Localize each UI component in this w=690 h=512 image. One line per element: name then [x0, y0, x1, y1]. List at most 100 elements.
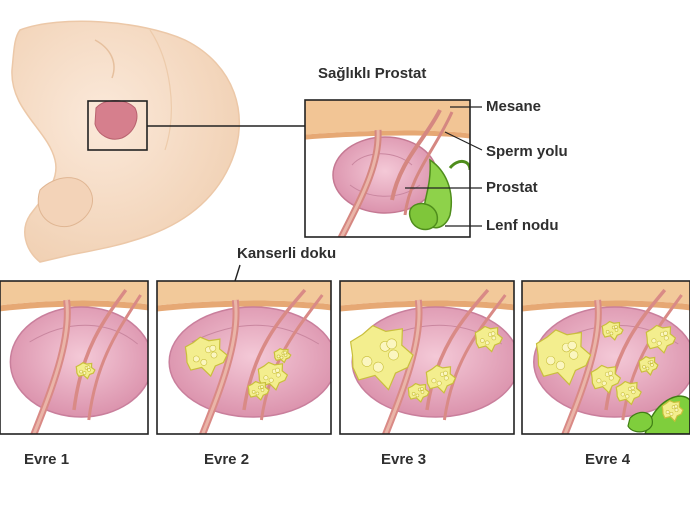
- lymph-node-2: [627, 411, 653, 433]
- tumor-stage-4-lymph-granule: [665, 410, 670, 415]
- tumor-stage-3-1-granule: [372, 361, 384, 373]
- tumor-stage-4-2: [590, 364, 622, 394]
- tumor-stage-3-2: [425, 364, 457, 394]
- tumor-stage-4-3-granule: [620, 392, 625, 397]
- tumor-stage-4-1-granule: [546, 355, 556, 366]
- tumor-stage-2-1-granule: [210, 351, 218, 359]
- tumor-stage-4-4-granule: [605, 330, 610, 334]
- tumor-stage-2-2-granule: [275, 372, 281, 378]
- tumor-stage-4-6-granule: [649, 360, 654, 364]
- tumor-stage-4-lymph: [661, 399, 684, 423]
- tumor-stage-4-lymph-granule: [673, 404, 678, 409]
- tumor-stage-3-3-granule: [415, 393, 420, 398]
- tumor-stage-4-2-granule: [596, 378, 602, 384]
- tumor-stage-3-1-granule: [386, 338, 398, 350]
- tumor-stage-4-3-granule: [625, 394, 630, 399]
- diagram-title: Sağlıklı Prostat: [318, 65, 427, 82]
- stage-label-2: Evre 2: [204, 451, 250, 468]
- stage-panel-4: [522, 281, 690, 434]
- tumor-stage-2-3-granule: [260, 388, 265, 392]
- tumor-stage-4-3-granule: [630, 385, 635, 391]
- tumor-stage-1-1-granule: [87, 368, 91, 372]
- tumor-stage-2-1-granule: [192, 355, 200, 363]
- tumor-stage-4-1-granule: [555, 360, 566, 371]
- stage-panel-3: [340, 281, 514, 434]
- tumor-stage-2-4-granule: [276, 354, 281, 359]
- tumor-stage-4-4: [601, 320, 624, 341]
- tumor-stage-1-1-granule: [86, 365, 91, 370]
- tumor-stage-4-lymph-granule: [674, 408, 679, 412]
- tumor-stage-3-1-granule: [388, 349, 399, 361]
- tumor-stage-2-2-granule: [268, 377, 274, 383]
- stage-label-3: Evre 3: [381, 451, 427, 468]
- tumor-stage-4-6-granule: [650, 363, 654, 367]
- tumor-stage-2-1: [184, 336, 228, 378]
- stage-label-4: Evre 4: [585, 451, 631, 468]
- tumor-stage-3-4-granule: [490, 331, 496, 336]
- stage-label-1: Evre 1: [24, 451, 70, 468]
- tumor-stage-4-4-granule: [609, 331, 614, 336]
- tumor-stage-3-2-granule: [436, 380, 442, 386]
- tumor-stage-3-4: [474, 325, 504, 353]
- tumor-stage-3-1-granule: [361, 356, 373, 367]
- tumor-stage-4-6-granule: [642, 365, 646, 369]
- tumor-stage-3-1: [349, 324, 414, 391]
- tumor-stage-4-6-granule: [645, 366, 650, 371]
- leader-sperm-yolu: [444, 131, 483, 151]
- label-kanserli-doku: Kanserli doku: [237, 245, 337, 262]
- tumor-stage-2-4-granule: [283, 350, 287, 355]
- healthy-prostate-frame: [304, 99, 471, 238]
- tumor-stage-4-1-granule: [567, 340, 577, 351]
- stage-panels: [0, 280, 690, 435]
- tumor-stage-4-1-granule: [569, 350, 579, 360]
- stage-panel-frame-2: [156, 280, 332, 435]
- label-sperm-yolu: Sperm yolu: [486, 143, 568, 160]
- tumor-stage-4-4-granule: [614, 325, 618, 329]
- tumor-stage-4-5-granule: [651, 338, 657, 344]
- tumor-stage-3-2-granule: [431, 378, 437, 384]
- label-lenf-nodu: Lenf nodu: [486, 217, 559, 234]
- tumor-stage-2-3-granule: [251, 390, 256, 394]
- stage-panel-2: [157, 281, 331, 434]
- tumor-stage-4-5-granule: [663, 335, 669, 341]
- healthy-prostate-illustration: [305, 100, 470, 237]
- tumor-stage-4-3-granule: [631, 389, 636, 395]
- tumor-stage-3-2-granule: [443, 375, 449, 381]
- stage-panel-frame-4: [521, 280, 690, 435]
- label-prostat: Prostat: [486, 179, 538, 196]
- tumor-stage-3-4-granule: [480, 338, 485, 343]
- tumor-stage-2-3: [247, 380, 270, 401]
- tumor-stage-3-3-granule: [420, 390, 425, 394]
- body-silhouette: [11, 20, 240, 263]
- tumor-stage-4-6: [638, 355, 659, 376]
- stage-panel-frame-1: [0, 280, 149, 435]
- tumor-stage-2-3-granule: [260, 385, 264, 389]
- tumor-stage-3-4-granule: [491, 335, 497, 341]
- tumor-stage-4-2-granule: [608, 375, 614, 381]
- tumor-stage-3-3: [407, 382, 430, 403]
- tumor-stage-4-lymph-granule: [669, 411, 674, 416]
- tumor-stage-2-3-granule: [255, 391, 260, 396]
- tumor-stage-3-3-granule: [420, 387, 424, 391]
- tumor-stage-4-5: [645, 324, 677, 354]
- tumor-stage-4-3: [615, 380, 642, 406]
- tumor-stage-2-2-granule: [263, 375, 269, 381]
- tumor-stage-4-5-granule: [663, 330, 668, 336]
- tumor-stage-4-2-granule: [601, 380, 607, 386]
- stage-panel-frame-3: [339, 280, 515, 435]
- tumor-stage-4-2-granule: [608, 370, 613, 376]
- stage-panel-1: [0, 281, 148, 434]
- tumor-stage-2-1-granule: [200, 359, 208, 366]
- tumor-stage-4-4-granule: [614, 328, 619, 332]
- tumor-stage-4-1: [535, 329, 592, 386]
- tumor-stage-1-1-granule: [79, 369, 83, 374]
- tumor-stage-3-2-granule: [443, 370, 448, 376]
- tumor-stage-2-2-granule: [275, 367, 280, 373]
- tumor-stage-1-1-granule: [82, 371, 87, 375]
- tumor-stage-4-5-granule: [656, 340, 662, 346]
- label-mesane: Mesane: [486, 98, 542, 115]
- tumor-stage-2-1-granule: [209, 344, 217, 352]
- tumor-stage-3-3-granule: [411, 392, 416, 396]
